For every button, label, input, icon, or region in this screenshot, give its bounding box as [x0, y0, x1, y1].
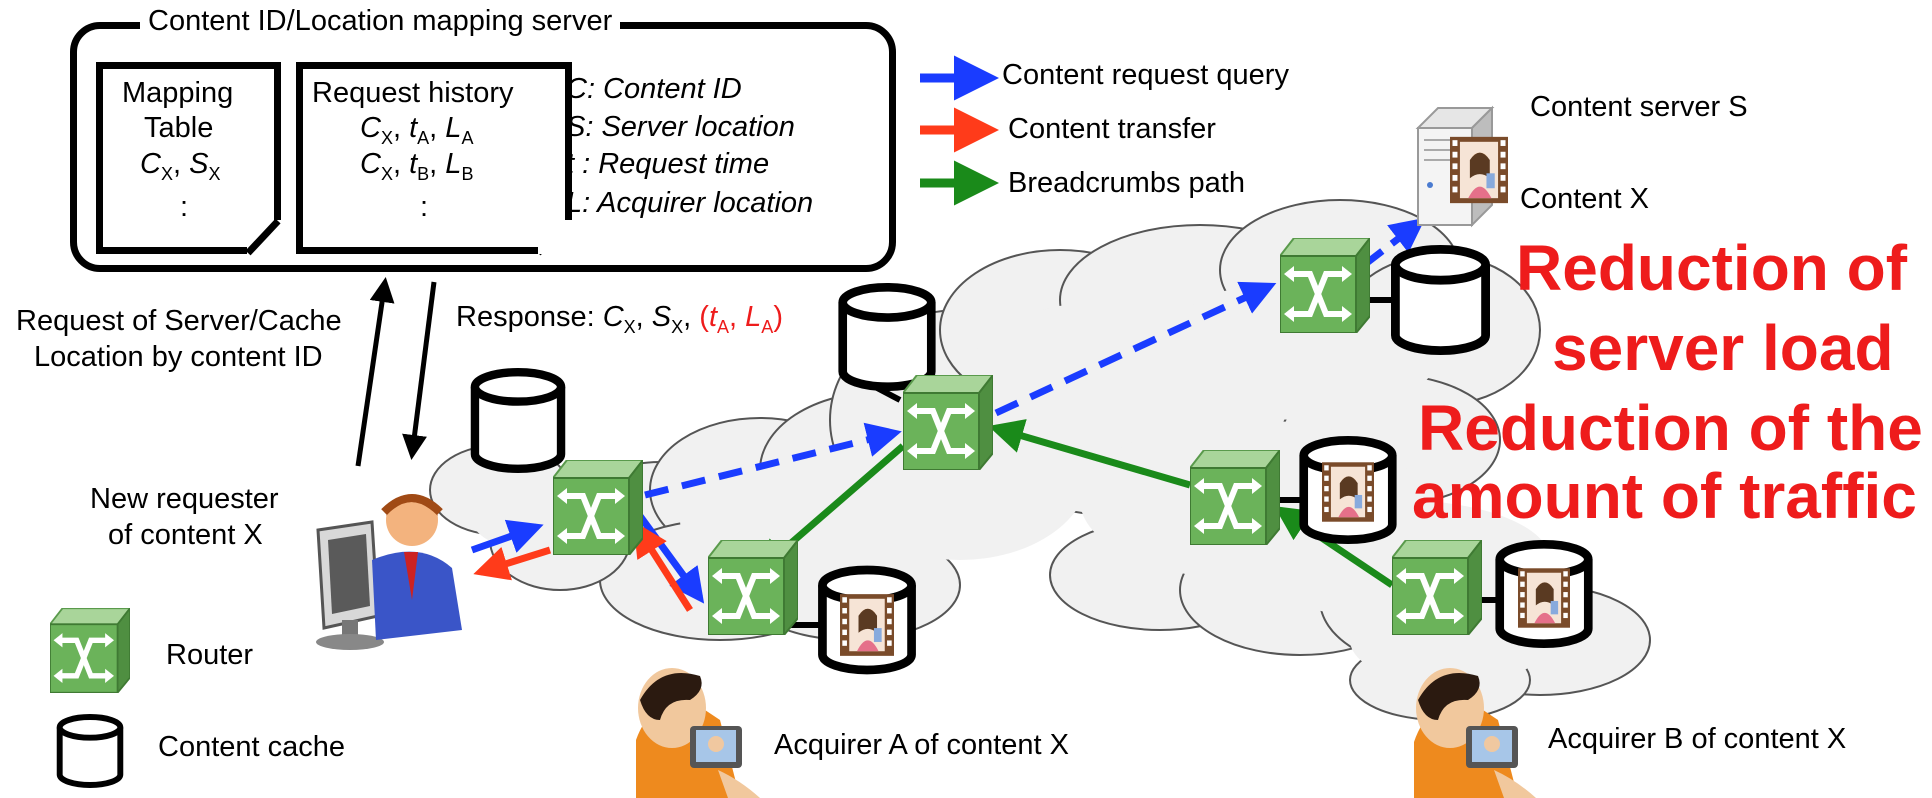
response-label: Response: CX, SX, (tA, LA) — [456, 301, 783, 337]
highlight-line-2: server load — [1552, 312, 1894, 384]
acquirer-a-label: Acquirer A of content X — [774, 729, 1070, 761]
highlight-line-3: Reduction of the — [1418, 392, 1923, 464]
definition-server-location: S: Server location — [566, 111, 795, 143]
request-history-row-a: CX, tA, LA — [360, 112, 474, 148]
content-x-label: Content X — [1520, 183, 1649, 215]
acquirer-b-label: Acquirer B of content X — [1548, 723, 1847, 755]
legend-cache-label: Content cache — [158, 731, 346, 763]
highlight-line-1: Reduction of — [1516, 232, 1908, 304]
content-server-label: Content server S — [1530, 91, 1748, 123]
legend-transfer-label: Content transfer — [1008, 113, 1216, 145]
legend-breadcrumbs-label: Breadcrumbs path — [1008, 167, 1245, 199]
request-history-card — [296, 62, 572, 254]
legend-query-label: Content request query — [1002, 59, 1289, 91]
new-requester-label-1: New requester — [90, 483, 279, 515]
definition-request-time: t : Request time — [566, 148, 770, 180]
highlight-line-4: amount of traffic — [1412, 460, 1917, 532]
legend-router-label: Router — [166, 639, 254, 671]
mapping-server-title: Content ID/Location mapping server — [140, 4, 621, 38]
request-label-2: Location by content ID — [34, 341, 323, 373]
request-history-title: Request history — [312, 77, 514, 109]
request-label-1: Request of Server/Cache — [16, 305, 342, 337]
mapping-table-dots: : — [180, 191, 189, 223]
request-history-dots: : — [420, 191, 429, 223]
definition-content-id: C: Content ID — [566, 73, 742, 105]
mapping-table-label-1: Mapping — [122, 77, 234, 109]
mapping-table-label-2: Table — [144, 112, 214, 144]
request-history-row-b: CX, tB, LB — [360, 148, 474, 184]
new-requester-label-2: of content X — [108, 519, 263, 551]
mapping-table-entry: CX, SX — [140, 148, 221, 184]
definition-acquirer-location: L: Acquirer location — [566, 187, 814, 219]
